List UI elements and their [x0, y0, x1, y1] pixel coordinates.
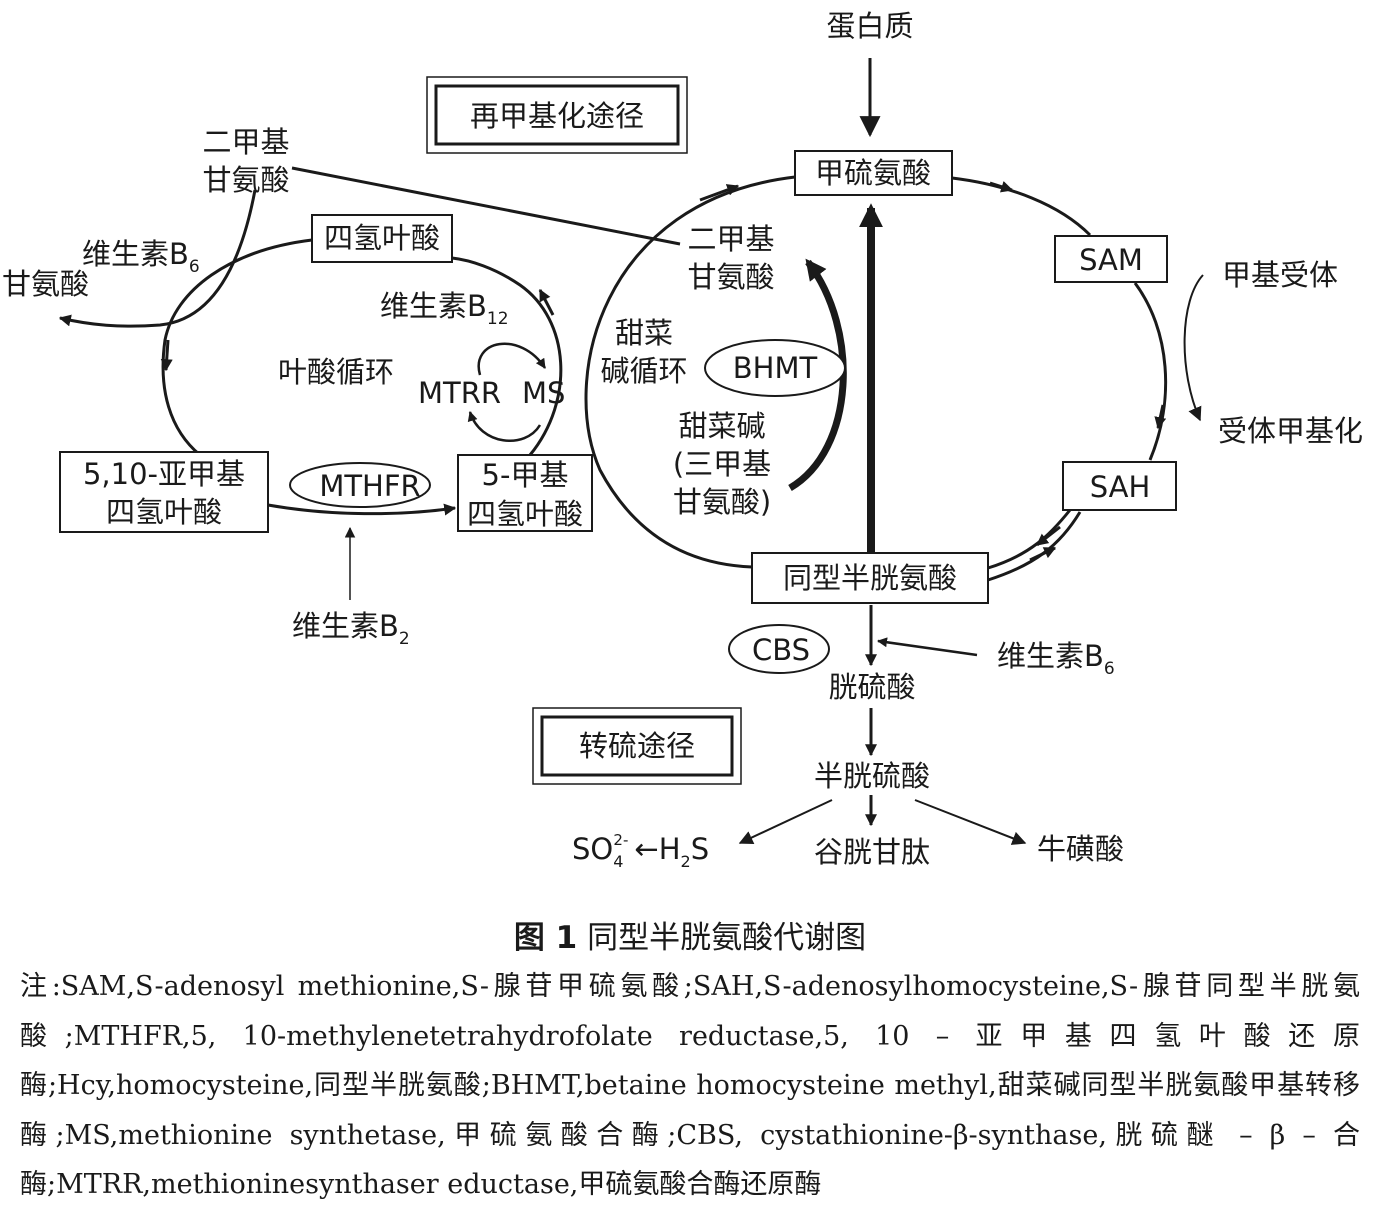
methyl-acceptor-arrow	[1183, 274, 1204, 422]
dmg-left-line1: 二甲基	[202, 125, 289, 159]
vitb6-left-label: 维生素B6	[82, 237, 200, 277]
methyl-thf-line1: 5-甲基	[482, 458, 569, 492]
bhmt-arrow	[788, 258, 847, 492]
glycine-label: 甘氨酸	[2, 267, 89, 301]
cysteine-to-h2s-arrow	[738, 799, 833, 845]
dmg-connector-line	[291, 166, 681, 246]
methyl-thf-line2: 四氢叶酸	[467, 497, 583, 531]
glutathione-label: 谷胱甘肽	[814, 835, 930, 869]
mthfr-ellipse	[289, 462, 431, 508]
homocysteine-label: 同型半胱氨酸	[783, 561, 957, 595]
bhmt-ellipse	[704, 339, 846, 397]
bhmt-label: BHMT	[733, 351, 818, 385]
vitb6-right-label: 维生素B6	[997, 639, 1115, 679]
dmg-left-line2: 甘氨酸	[202, 163, 289, 197]
methyl-acceptor-label: 甲基受体	[1222, 258, 1338, 292]
homocysteine-metabolism-diagram: 再甲基化途径 转硫途径 蛋白质 甲硫氨酸 SAM SAH 同型半胱氨酸 甲基受体…	[2, 9, 1363, 871]
methionine-label: 甲硫氨酸	[815, 156, 931, 190]
arc-arrow-mark	[989, 181, 1014, 193]
arc-arrow-mark	[1029, 546, 1057, 562]
mtrr-ms-upper-arc	[477, 342, 547, 376]
methylated-acceptor-label: 受体甲基化	[1218, 414, 1363, 448]
vitb12-label: 维生素B12	[380, 289, 509, 329]
figure-caption: 图 1 同型半胱氨酸代谢图	[0, 912, 1380, 957]
thf-box	[311, 214, 453, 263]
betaine-cycle-line2: 碱循环	[600, 354, 687, 388]
betaine-line3: 甘氨酸)	[673, 485, 771, 519]
cbs-label: CBS	[752, 633, 810, 667]
methyl-thf-box	[457, 454, 593, 532]
dmg-right-line1: 二甲基	[687, 222, 774, 256]
arc-arrow-mark	[1036, 525, 1061, 547]
sam-box	[1054, 235, 1168, 283]
transsulfuration-outer-box	[532, 707, 742, 785]
cysteine-to-taurine-arrow	[914, 799, 1027, 845]
dmg-right-line2: 甘氨酸	[687, 260, 774, 294]
methionine-cycle	[584, 175, 1168, 582]
so4-h2s-label: SO42-←H2S	[572, 831, 709, 871]
folate-cycle-label: 叶酸循环	[278, 355, 394, 389]
thf-label: 四氢叶酸	[324, 221, 440, 255]
remethylation-title: 再甲基化途径	[470, 99, 644, 133]
methylene-thf-line1: 5,10-亚甲基	[83, 457, 245, 491]
sam-label: SAM	[1079, 243, 1143, 277]
sah-label: SAH	[1090, 470, 1151, 504]
folate-cycle	[160, 238, 563, 516]
dmg-to-glycine-arrow	[58, 189, 257, 328]
mtrr-ms-lower-arc	[467, 411, 542, 442]
betaine-line2: (三甲基	[673, 447, 771, 481]
mtrr-label: MTRR	[418, 376, 501, 410]
cystathionine-label: 胱硫酸	[828, 670, 915, 704]
figure-note: 注:SAM,S-adenosyl methionine,S-腺苷甲硫氨酸;SAH…	[20, 962, 1360, 1210]
betaine-cycle-arc	[584, 175, 796, 569]
remethylation-inner-box	[434, 84, 680, 146]
figure-title: 同型半胱氨酸代谢图	[587, 920, 867, 956]
betaine-cycle-line1: 甜菜	[615, 316, 673, 350]
mthfr-label: MTHFR	[319, 469, 420, 503]
arc-arrow-mark	[1154, 404, 1167, 430]
arc-arrow-mark	[160, 339, 173, 372]
thf-to-methylene-arc	[161, 238, 313, 457]
arc-arrow-mark	[699, 184, 740, 202]
protein-label: 蛋白质	[826, 9, 913, 43]
cbs-ellipse	[728, 624, 830, 674]
methyl-to-thf-arc	[451, 256, 563, 456]
remethylation-outer-box	[426, 76, 688, 154]
taurine-label: 牛磺酸	[1037, 832, 1124, 866]
homocysteine-box	[751, 552, 989, 604]
met-to-sam-arc	[951, 176, 1092, 237]
figure-label: 图 1	[513, 920, 578, 956]
transsulfuration-title: 转硫途径	[579, 729, 695, 763]
vitb2-label: 维生素B2	[292, 609, 410, 649]
transsulfuration-inner-box	[540, 715, 734, 777]
methionine-box	[794, 150, 953, 196]
methylene-thf-box	[59, 451, 269, 533]
betaine-line1: 甜菜碱	[678, 409, 765, 443]
note-text: 注:SAM,S-adenosyl methionine,S-腺苷甲硫氨酸;SAH…	[20, 971, 1360, 1200]
sah-box	[1062, 461, 1177, 511]
vitb6-right-arrow	[877, 637, 978, 657]
methylene-thf-line2: 四氢叶酸	[106, 495, 222, 529]
cysteine-label: 半胱硫酸	[814, 759, 930, 793]
arc-arrow-mark	[538, 288, 555, 316]
sam-to-sah-arc	[1133, 282, 1168, 461]
ms-label: MS	[522, 376, 565, 410]
mthfr-arrow	[267, 503, 457, 516]
